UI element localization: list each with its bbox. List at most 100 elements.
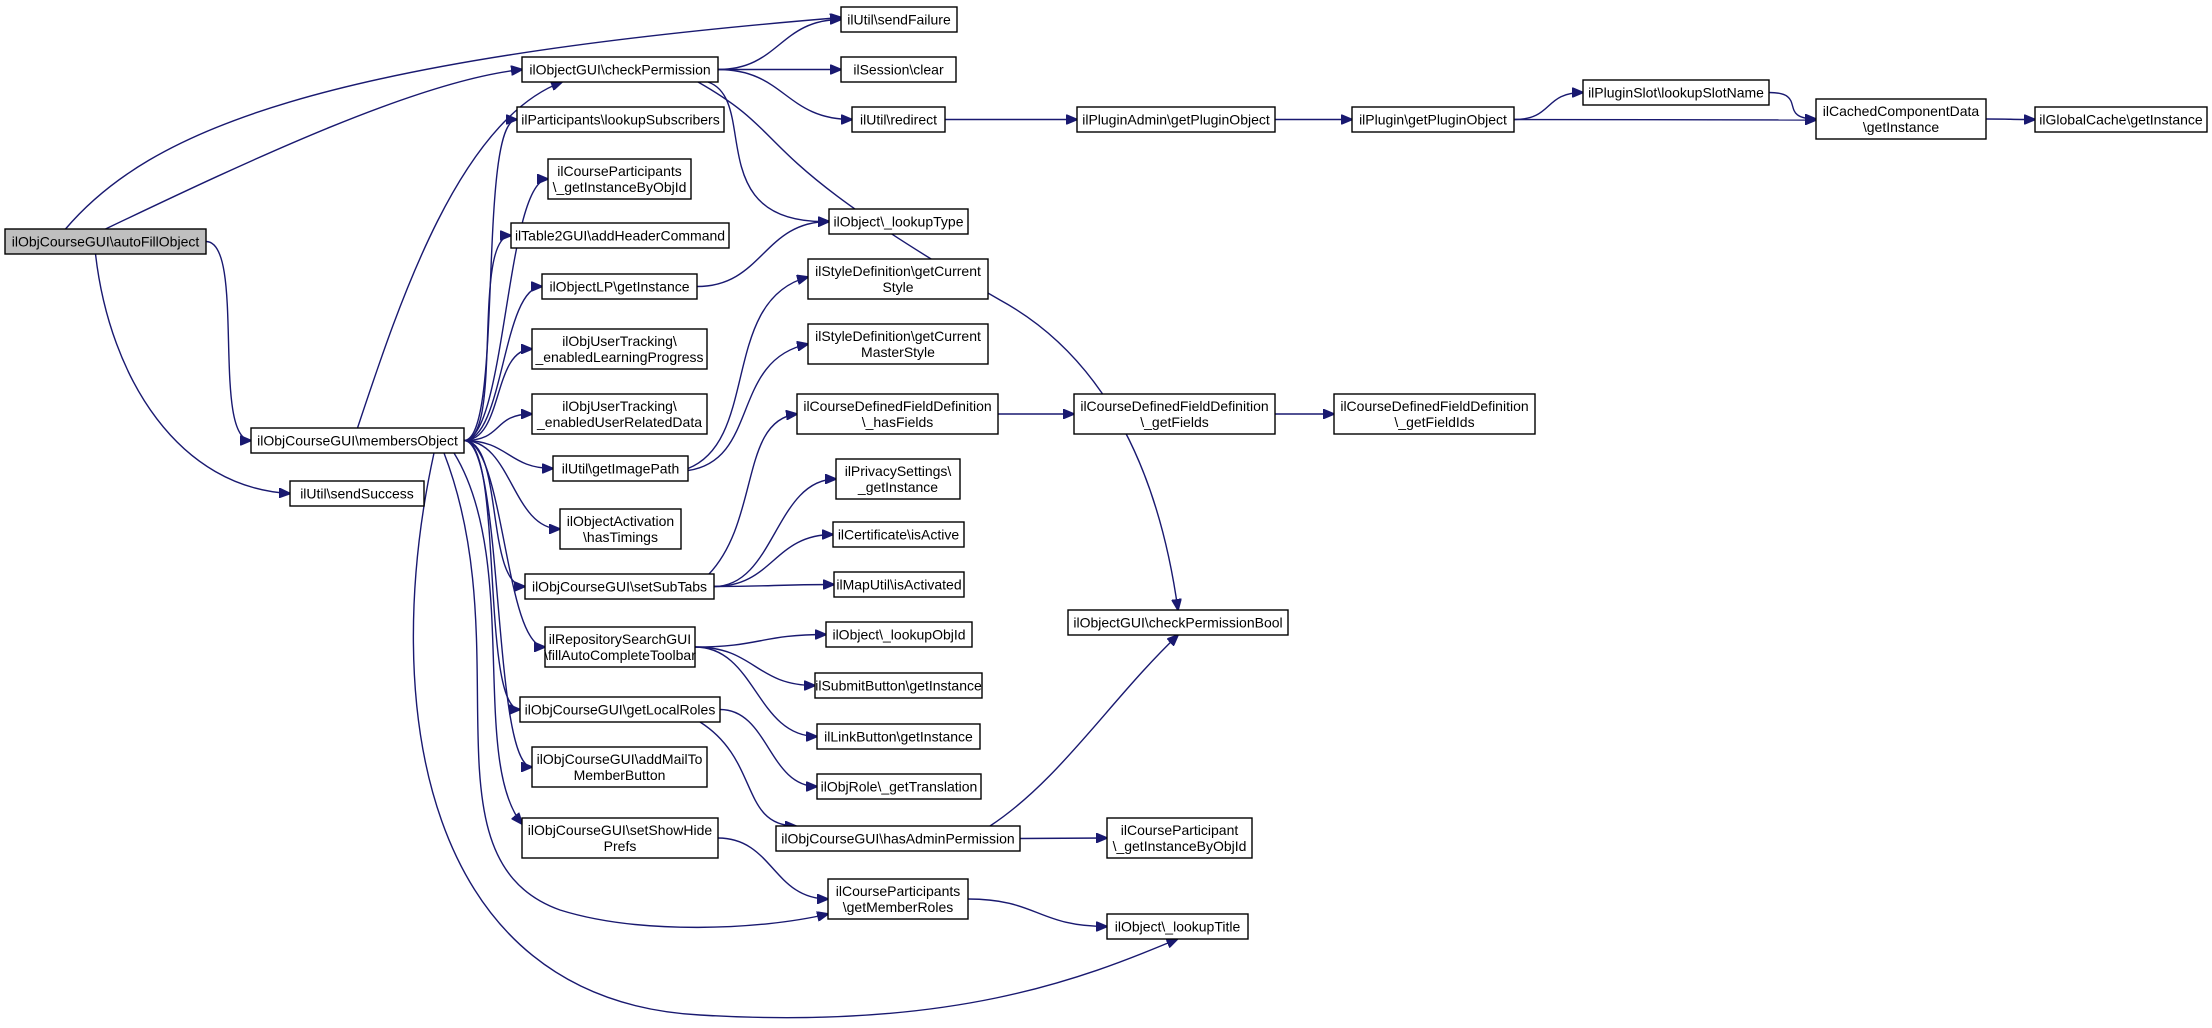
edge-checkPermission-to-sendFailure — [717, 20, 841, 71]
node-checkPermission[interactable]: ilObjectGUI\checkPermission — [521, 56, 719, 83]
node-label: ilRepositorySearchGUI — [549, 631, 691, 647]
edge-membersObject-to-lpGetInstance — [463, 287, 542, 442]
node-label: ilPluginAdmin\getPluginObject — [1082, 112, 1270, 128]
edge-membersObject-to-lookupTitle — [412, 452, 1177, 1019]
edge-checkPermission-to-lookupType — [707, 81, 829, 222]
node-getImagePath[interactable]: ilUtil\getImagePath — [552, 455, 689, 482]
node-cpGetInstanceByObjId[interactable]: ilCourseParticipants\_getInstanceByObjId — [547, 158, 692, 200]
node-label: MemberButton — [574, 767, 666, 783]
node-getLocalRoles[interactable]: ilObjCourseGUI\getLocalRoles — [519, 696, 721, 723]
node-box — [541, 273, 698, 300]
node-enabledUserRelatedData[interactable]: ilObjUserTracking\_enabledUserRelatedDat… — [531, 393, 708, 435]
edge-fillAutoComplete-to-submitGetInstance — [694, 646, 815, 686]
node-label: ilObjCourseGUI\setShowHide — [528, 822, 713, 838]
edge-lpGetInstance-to-lookupType — [696, 222, 829, 288]
node-lookupType[interactable]: ilObject\_lookupType — [828, 208, 969, 235]
edge-membersObject-to-checkPermission — [356, 82, 563, 429]
node-box — [510, 222, 730, 249]
node-box — [1067, 609, 1289, 636]
edge-membersObject-to-getImagePath — [463, 439, 553, 469]
node-lookupSlotName[interactable]: ilPluginSlot\lookupSlotName — [1582, 79, 1770, 106]
node-setSubTabs[interactable]: ilObjCourseGUI\setSubTabs — [524, 573, 715, 600]
node-submitGetInstance[interactable]: ilSubmitButton\getInstance — [814, 672, 983, 699]
node-label: ilCourseDefinedFieldDefinition — [1340, 398, 1528, 414]
node-getMemberRoles[interactable]: ilCourseParticipants\getMemberRoles — [827, 878, 969, 920]
node-hasTimings[interactable]: ilObjectActivation\hasTimings — [559, 508, 682, 550]
node-box — [825, 621, 973, 648]
node-label: ilSubmitButton\getInstance — [815, 678, 982, 694]
node-getTranslation[interactable]: ilObjRole\_getTranslation — [816, 773, 982, 800]
node-label: MasterStyle — [861, 344, 935, 360]
node-box — [2034, 106, 2208, 133]
node-sendFailure[interactable]: ilUtil\sendFailure — [840, 6, 958, 33]
edge-membersObject-to-enabledLearningProgress — [463, 349, 532, 442]
node-autoFill[interactable]: ilObjCourseGUI\autoFillObject — [4, 228, 207, 255]
edge-membersObject-to-setShowHide — [453, 452, 522, 824]
node-box — [835, 458, 961, 500]
node-label: ilObject\_lookupTitle — [1115, 919, 1241, 935]
node-pluginGetPluginObject[interactable]: ilPlugin\getPluginObject — [1351, 106, 1515, 133]
node-box — [775, 825, 1021, 852]
node-sendSuccess[interactable]: ilUtil\sendSuccess — [289, 480, 425, 507]
edge-hasAdminPermission-to-checkPermissionBool — [989, 635, 1178, 827]
node-label: ilObjCourseGUI\setSubTabs — [532, 579, 707, 595]
node-label: \_getInstanceByObjId — [1113, 838, 1247, 854]
node-label: ilUtil\sendFailure — [847, 12, 951, 28]
edge-hasAdminPermission-to-cpartGetInstance — [1019, 838, 1107, 839]
node-getFields[interactable]: ilCourseDefinedFieldDefinition\_getField… — [1073, 393, 1276, 435]
node-box — [832, 521, 965, 548]
edge-pluginGetPluginObject-to-lookupSlotName — [1513, 93, 1583, 121]
edge-membersObject-to-addMailTo — [463, 439, 532, 768]
node-label: \_getFields — [1140, 414, 1208, 430]
node-lookupObjId[interactable]: ilObject\_lookupObjId — [825, 621, 973, 648]
node-membersObject[interactable]: ilObjCourseGUI\membersObject — [250, 427, 465, 454]
node-box — [807, 258, 989, 300]
node-hasAdminPermission[interactable]: ilObjCourseGUI\hasAdminPermission — [775, 825, 1021, 852]
edge-setSubTabs-to-mapIsActivated — [713, 585, 834, 587]
edge-checkPermission-to-checkPermissionBool — [697, 81, 1178, 610]
edge-pluginGetPluginObject-to-cachedGetInstance — [1513, 120, 1816, 121]
node-globalCache[interactable]: ilGlobalCache\getInstance — [2034, 106, 2208, 133]
node-label: Prefs — [604, 838, 637, 854]
node-label: \_hasFields — [862, 414, 934, 430]
node-lpGetInstance[interactable]: ilObjectLP\getInstance — [541, 273, 698, 300]
node-label: ilUtil\redirect — [860, 112, 937, 128]
node-enabledLearningProgress[interactable]: ilObjUserTracking\_enabledLearningProgre… — [531, 328, 708, 370]
node-cachedGetInstance[interactable]: ilCachedComponentData\getInstance — [1815, 98, 1987, 140]
node-box — [1582, 79, 1770, 106]
edge-setSubTabs-to-certIsActive — [713, 535, 833, 588]
node-box — [1106, 913, 1249, 940]
node-fillAutoComplete[interactable]: ilRepositorySearchGUI\fillAutoCompleteTo… — [544, 626, 696, 668]
node-label: \fillAutoCompleteToolbar — [544, 647, 696, 663]
nodes-layer: ilObjCourseGUI\autoFillObject ilUtil\send… — [4, 6, 2208, 940]
node-mapIsActivated[interactable]: ilMapUtil\isActivated — [833, 571, 965, 598]
node-linkGetInstance[interactable]: ilLinkButton\getInstance — [816, 723, 981, 750]
node-redirect[interactable]: ilUtil\redirect — [851, 106, 946, 133]
node-label: \getMemberRoles — [843, 899, 954, 915]
node-privacyGetInstance[interactable]: ilPrivacySettings\_getInstance — [835, 458, 961, 500]
node-box — [559, 508, 682, 550]
node-sessionClear[interactable]: ilSession\clear — [840, 56, 957, 83]
node-label: ilParticipants\lookupSubscribers — [521, 112, 719, 128]
node-certIsActive[interactable]: ilCertificate\isActive — [832, 521, 965, 548]
node-cpartGetInstance[interactable]: ilCourseParticipant\_getInstanceByObjId — [1106, 817, 1253, 859]
node-getPluginObject[interactable]: ilPluginAdmin\getPluginObject — [1076, 106, 1276, 133]
node-label: ilCourseDefinedFieldDefinition — [1080, 398, 1268, 414]
node-lookupSubscribers[interactable]: ilParticipants\lookupSubscribers — [516, 106, 725, 133]
node-box — [4, 228, 207, 255]
node-lookupTitle[interactable]: ilObject\_lookupTitle — [1106, 913, 1249, 940]
node-label: \hasTimings — [583, 529, 658, 545]
node-getFieldIds[interactable]: ilCourseDefinedFieldDefinition\_getField… — [1333, 393, 1536, 435]
node-box — [1076, 106, 1276, 133]
edges-layer — [64, 18, 2036, 1019]
node-checkPermissionBool[interactable]: ilObjectGUI\checkPermissionBool — [1067, 609, 1289, 636]
node-box — [833, 571, 965, 598]
node-addHeaderCommand[interactable]: ilTable2GUI\addHeaderCommand — [510, 222, 730, 249]
edge-membersObject-to-hasTimings — [463, 439, 560, 530]
node-hasFields[interactable]: ilCourseDefinedFieldDefinition\_hasField… — [796, 393, 999, 435]
node-box — [547, 158, 692, 200]
